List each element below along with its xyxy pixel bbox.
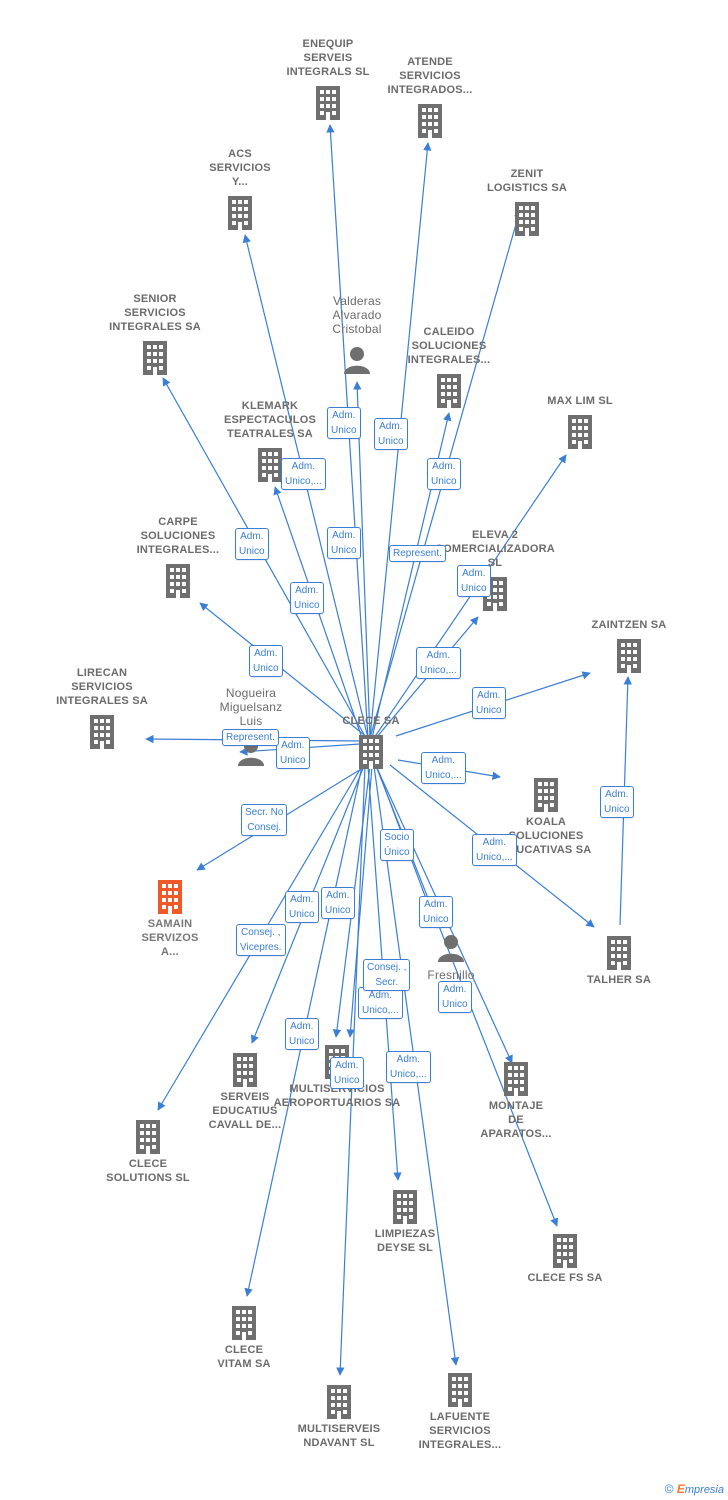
node-label-lafuente[interactable]: LAFUENTE SERVICIOS INTEGRALES... <box>418 1411 502 1451</box>
edge-label[interactable]: Adm. Unico <box>276 737 310 769</box>
node-label-carpe[interactable]: CARPE SOLUCIONES INTEGRALES... <box>136 516 220 556</box>
building-icon[interactable] <box>136 1120 160 1154</box>
edge-label[interactable]: Adm. Unico,... <box>472 834 517 866</box>
copyright-symbol: © <box>664 1482 674 1496</box>
building-icon[interactable] <box>143 341 167 375</box>
edge-label[interactable]: Secr. No Consej. <box>241 804 288 836</box>
node-label-eleva[interactable]: ELEVA 2 COMERCIALIZADORA SL <box>435 529 555 569</box>
building-icon[interactable] <box>228 196 252 230</box>
edge-label[interactable]: Socio Único <box>380 829 414 861</box>
edge-label[interactable]: Adm. Unico <box>600 786 634 818</box>
node-label-multindavant[interactable]: MULTISERVEIS NDAVANT SL <box>297 1423 381 1449</box>
node-label-valderas[interactable]: Valderas Alvarado Cristobal <box>332 294 382 336</box>
node-label-nogueira[interactable]: Nogueira Miguelsanz Luis <box>219 686 283 728</box>
edge-label[interactable]: Adm. Unico <box>457 565 491 597</box>
edge-label[interactable]: Adm. Unico <box>285 891 319 923</box>
building-icon[interactable] <box>448 1373 472 1407</box>
edge-label[interactable]: Adm. Unico <box>327 527 361 559</box>
copyright-notice: © Empresia <box>665 1482 724 1496</box>
relation-edge <box>346 765 373 1038</box>
edge-label[interactable]: Represent. <box>222 729 279 746</box>
brand-logo-text: mpresia <box>684 1484 724 1496</box>
building-icon[interactable] <box>437 374 461 408</box>
edge-label[interactable]: Adm. Unico,... <box>386 1051 431 1083</box>
brand-logo-e: E <box>676 1482 685 1496</box>
edge-label[interactable]: Consej. , Vicepres. <box>236 924 286 956</box>
building-icon[interactable] <box>534 778 558 812</box>
edge-label[interactable]: Adm. Unico,... <box>358 987 403 1019</box>
edge-label[interactable]: Adm. Unico,... <box>416 647 461 679</box>
building-icon[interactable] <box>327 1385 351 1419</box>
edge-label[interactable]: Adm. Unico <box>419 896 453 928</box>
node-label-serveis[interactable]: SERVEIS EDUCATIUS CAVALL DE... <box>208 1091 282 1131</box>
node-label-zaintzen[interactable]: ZAINTZEN SA <box>591 619 667 631</box>
edge-label[interactable]: Adm. Unico <box>330 1057 364 1089</box>
node-label-zenit[interactable]: ZENIT LOGISTICS SA <box>486 168 568 194</box>
edge-label[interactable]: Adm. Unico <box>285 1018 319 1050</box>
node-label-senior[interactable]: SENIOR SERVICIOS INTEGRALES SA <box>109 293 201 333</box>
edge-label[interactable]: Adm. Unico <box>438 981 472 1013</box>
person-icon[interactable] <box>344 347 370 374</box>
node-label-maxlim[interactable]: MAX LIM SL <box>547 395 613 407</box>
building-icon[interactable] <box>515 202 539 236</box>
edge-label[interactable]: Adm. Unico <box>290 582 324 614</box>
node-label-clecevitam[interactable]: CLECE VITAM SA <box>217 1344 271 1370</box>
edge-label[interactable]: Adm. Unico <box>235 528 269 560</box>
edge-label[interactable]: Adm. Unico <box>327 407 361 439</box>
node-label-clece[interactable]: CLECE SA <box>342 715 400 727</box>
node-label-montaje[interactable]: MONTAJE DE APARATOS... <box>480 1100 552 1140</box>
edge-label[interactable]: Adm. Unico <box>374 418 408 450</box>
node-label-clecesol[interactable]: CLECE SOLUTIONS SL <box>106 1158 190 1184</box>
node-label-acs[interactable]: ACS SERVICIOS Y... <box>209 148 271 188</box>
node-label-lirecan[interactable]: LIRECAN SERVICIOS INTEGRALES SA <box>56 667 148 707</box>
building-icon[interactable] <box>617 639 641 673</box>
relation-edge <box>353 381 371 739</box>
node-label-limpiezas[interactable]: LIMPIEZAS DEYSE SL <box>374 1228 436 1254</box>
edge-label[interactable]: Adm. Unico,... <box>281 458 326 490</box>
edge-label[interactable]: Consej. , Secr. <box>363 959 411 991</box>
node-label-klemark[interactable]: KLEMARK ESPECTACULOS TEATRALES SA <box>223 400 317 440</box>
building-icon[interactable] <box>393 1190 417 1224</box>
node-label-talher[interactable]: TALHER SA <box>587 974 651 986</box>
node-label-caleido[interactable]: CALEIDO SOLUCIONES INTEGRALES... <box>407 326 491 366</box>
building-icon[interactable] <box>607 936 631 970</box>
node-label-atende[interactable]: ATENDE SERVICIOS INTEGRADOS... <box>387 56 473 96</box>
edge-label[interactable]: Adm. Unico <box>249 645 283 677</box>
edge-label[interactable]: Adm. Unico <box>427 458 461 490</box>
node-label-clecefs[interactable]: CLECE FS SA <box>527 1272 603 1284</box>
building-icon[interactable] <box>504 1062 528 1096</box>
edge-label[interactable]: Represent. <box>389 545 446 562</box>
node-label-samain[interactable]: SAMAIN SERVIZOS A... <box>141 918 199 958</box>
building-icon-highlighted[interactable] <box>158 880 182 914</box>
edge-label[interactable]: Adm. Unico,... <box>421 752 466 784</box>
building-icon[interactable] <box>233 1053 257 1087</box>
building-icon[interactable] <box>232 1306 256 1340</box>
building-icon[interactable] <box>418 104 442 138</box>
building-icon[interactable] <box>166 564 190 598</box>
edge-label[interactable]: Adm. Unico <box>472 687 506 719</box>
node-label-koala[interactable]: KOALA SOLUCIONES EDUCATIVAS SA <box>500 816 592 856</box>
building-icon[interactable] <box>316 86 340 120</box>
building-icon[interactable] <box>258 448 282 482</box>
building-icon[interactable] <box>90 715 114 749</box>
building-icon[interactable] <box>553 1234 577 1268</box>
node-label-enequip[interactable]: ENEQUIP SERVEIS INTEGRALS SL <box>286 38 370 78</box>
building-icon[interactable] <box>568 415 592 449</box>
building-icon[interactable] <box>359 735 383 769</box>
relation-edge <box>199 602 369 739</box>
edge-label[interactable]: Adm. Unico <box>321 887 355 919</box>
